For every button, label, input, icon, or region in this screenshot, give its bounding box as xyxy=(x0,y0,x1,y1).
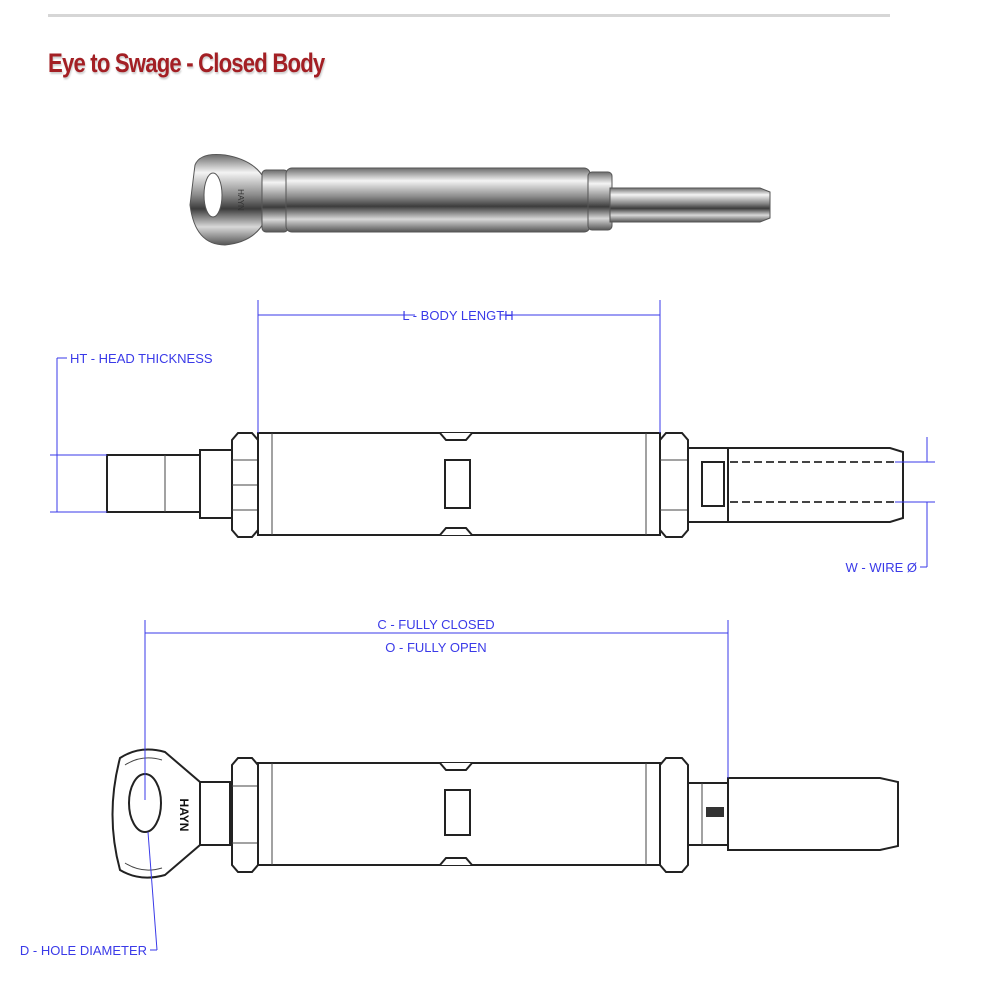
wire-diameter-dimension: W - WIRE Ø xyxy=(846,437,935,575)
head-thickness-dimension: HT - HEAD THICKNESS xyxy=(50,351,213,513)
hole-diameter-dimension: D - HOLE DIAMETER xyxy=(20,831,158,958)
body-length-label: L - BODY LENGTH xyxy=(402,308,513,323)
head-thickness-label: HT - HEAD THICKNESS xyxy=(70,351,213,366)
swage-stamp xyxy=(706,807,724,817)
side-view-drawing xyxy=(106,432,904,538)
page-title: Eye to Swage - Closed Body xyxy=(48,48,325,78)
photo-brand-mark: HAYN xyxy=(236,189,245,211)
fully-open-label: O - FULLY OPEN xyxy=(385,640,486,655)
fully-closed-label: C - FULLY CLOSED xyxy=(377,617,494,632)
product-photo: HAYN xyxy=(189,154,771,246)
drawing-brand-mark: HAYN xyxy=(177,799,191,832)
hole-diameter-label: D - HOLE DIAMETER xyxy=(20,943,147,958)
wire-diameter-label: W - WIRE Ø xyxy=(846,560,918,575)
top-divider xyxy=(48,14,890,17)
overall-length-dimension: C - FULLY CLOSED O - FULLY OPEN xyxy=(144,617,729,800)
body-length-dimension: L - BODY LENGTH xyxy=(257,300,661,433)
eye-view-drawing: HAYN xyxy=(111,748,899,879)
